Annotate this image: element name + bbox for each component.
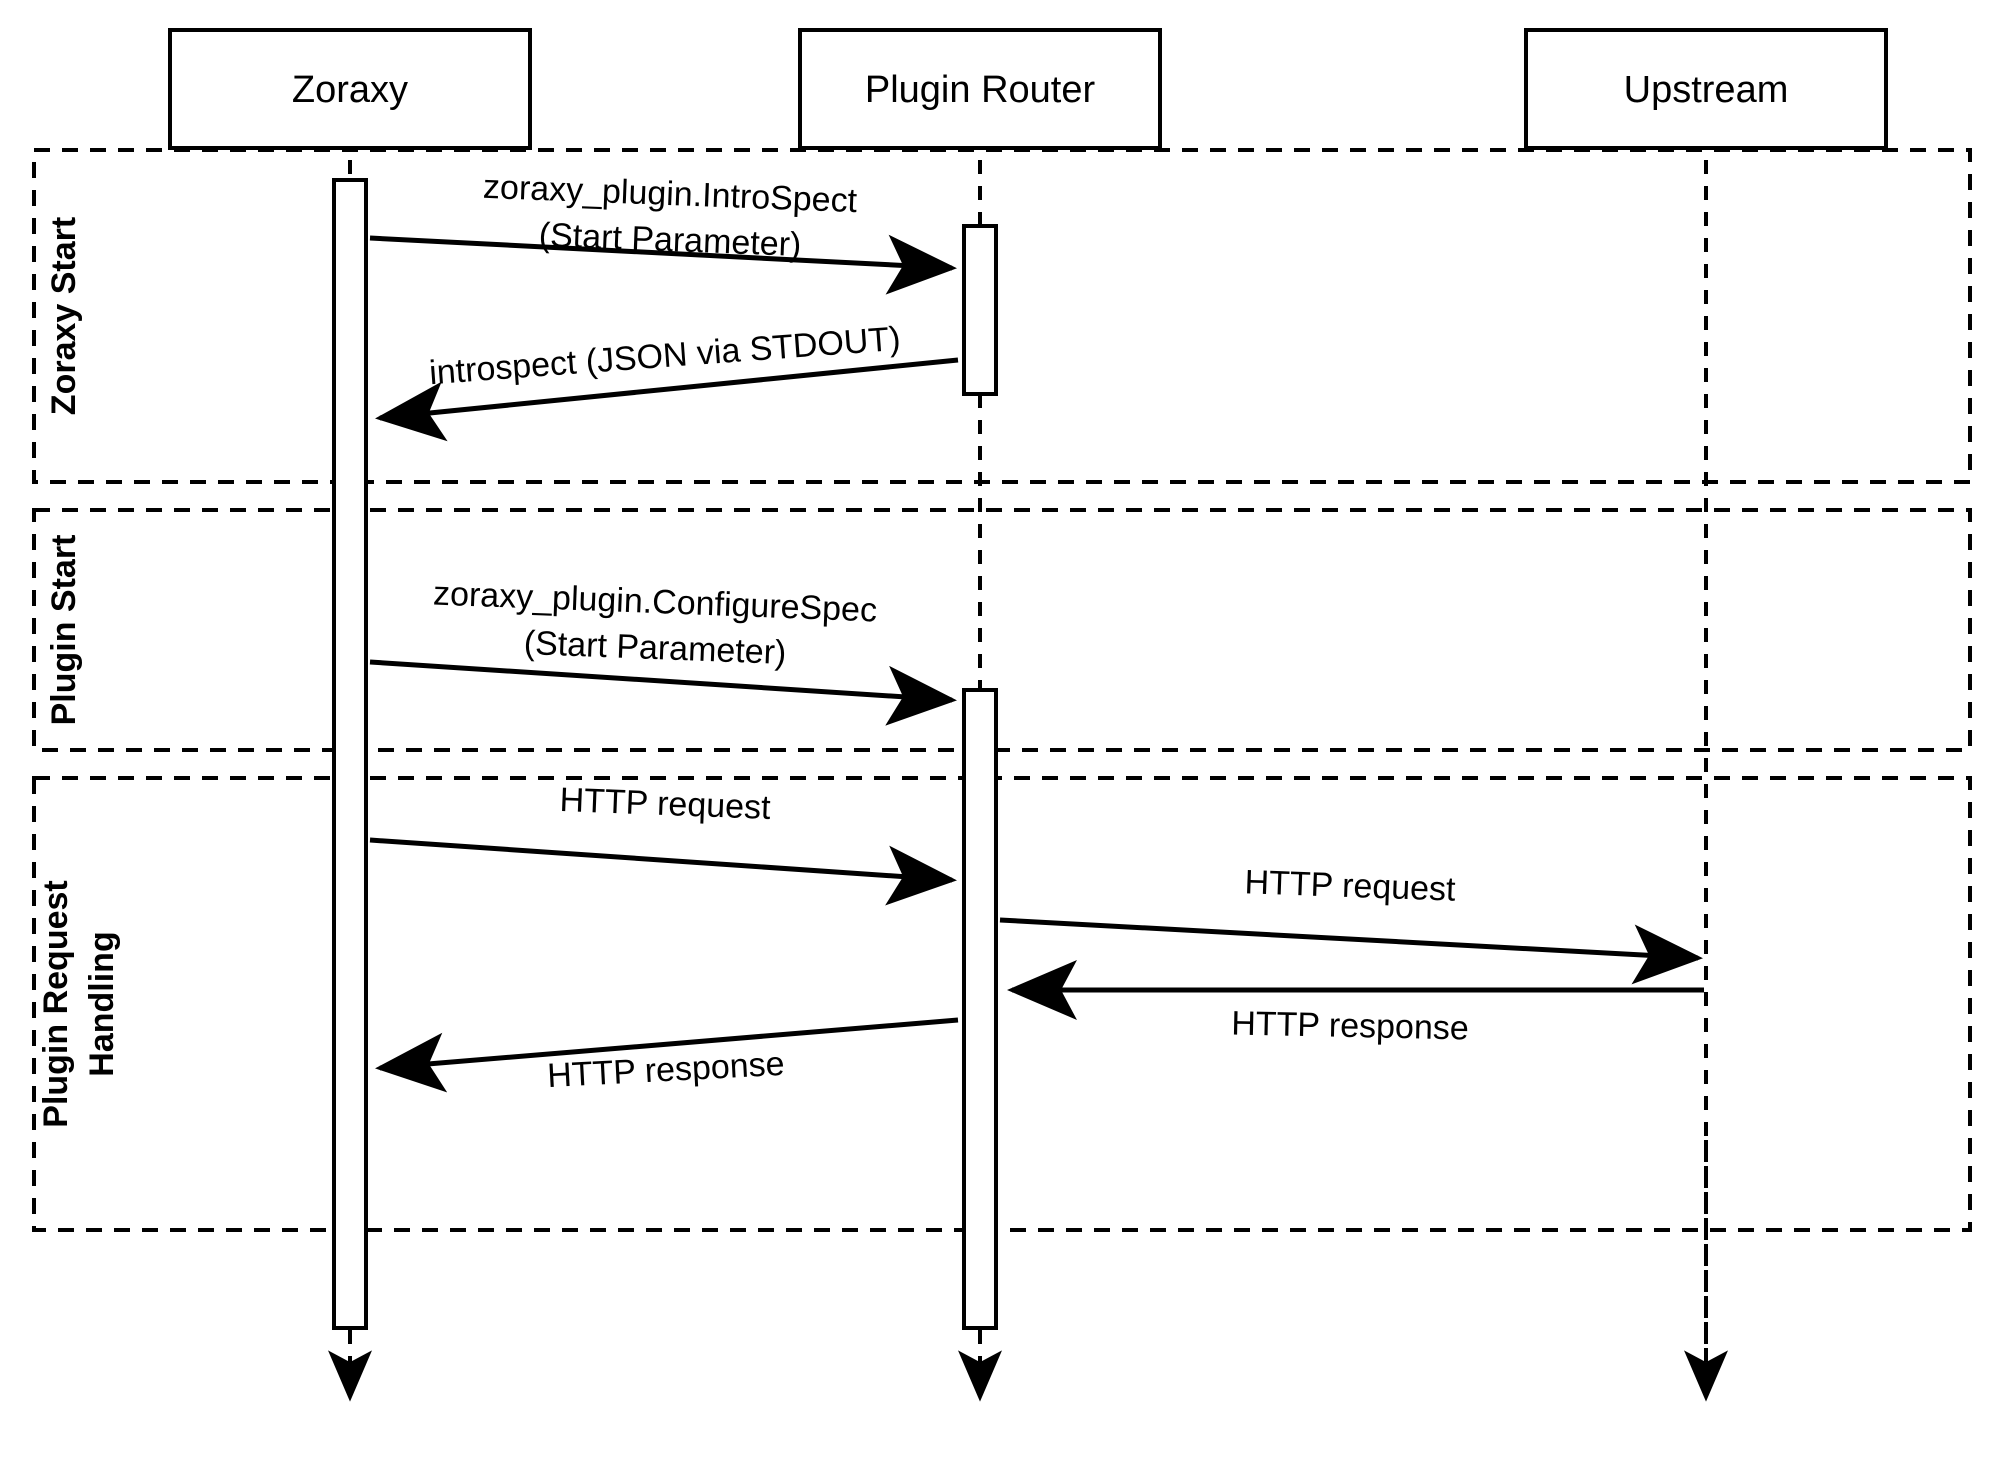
activation-bar-zoraxy: [332, 178, 368, 1330]
actor-plugin-router-box[interactable]: [798, 28, 1162, 150]
message-http-response-to-zoraxy-arrow[interactable]: [375, 1017, 959, 1093]
fragment-plugin-request-handling-frame: [32, 776, 1972, 1232]
fragment-plugin-start-frame: [32, 508, 1972, 752]
message-http-request-to-router-arrow[interactable]: [369, 837, 957, 906]
fragment-plugin-request-handling-label-line1: Plugin Request: [37, 880, 75, 1127]
message-configurespec-call[interactable]: zoraxy_plugin.ConfigureSpec (Start Param…: [369, 574, 957, 726]
fragment-plugin-start-label: Plugin Start: [45, 535, 83, 726]
message-http-request-to-router[interactable]: HTTP request: [369, 781, 957, 906]
fragment-zoraxy-start-frame: [32, 148, 1972, 484]
message-http-response-to-zoraxy[interactable]: HTTP response: [375, 1017, 959, 1095]
message-introspect-call-label-line1: zoraxy_plugin.IntroSpect: [482, 168, 858, 220]
activation-bar-plugin-router-introspect: [962, 224, 998, 396]
message-introspect-return[interactable]: introspect (JSON via STDOUT): [375, 320, 959, 442]
message-http-request-to-upstream-label: HTTP request: [1244, 863, 1457, 908]
message-configurespec-call-arrow[interactable]: [369, 659, 957, 726]
message-http-request-to-upstream[interactable]: HTTP request: [999, 863, 1703, 985]
actor-plugin-router-label: Plugin Router: [865, 69, 1096, 111]
message-http-response-to-router[interactable]: HTTP response: [1007, 960, 1704, 1048]
message-introspect-return-arrow[interactable]: [375, 357, 959, 442]
message-introspect-call[interactable]: zoraxy_plugin.IntroSpect (Start Paramete…: [369, 168, 957, 295]
actor-zoraxy-label: Zoraxy: [292, 69, 408, 111]
fragment-plugin-request-handling-label-line2: Handling: [83, 931, 121, 1076]
actor-zoraxy[interactable]: Zoraxy: [168, 28, 532, 150]
actor-upstream-label: Upstream: [1624, 69, 1789, 111]
message-http-request-to-upstream-arrow[interactable]: [999, 917, 1703, 985]
message-http-request-to-router-label: HTTP request: [559, 781, 772, 827]
message-configurespec-call-label-line1: zoraxy_plugin.ConfigureSpec: [432, 574, 877, 629]
message-introspect-return-label: introspect (JSON via STDOUT): [428, 320, 902, 392]
message-http-response-to-router-label: HTTP response: [1231, 1005, 1469, 1048]
message-configurespec-call-label-line2: (Start Parameter): [523, 624, 787, 672]
fragment-plugin-start: Plugin Start: [32, 508, 1972, 752]
fragment-zoraxy-start: Zoraxy Start: [32, 148, 1972, 484]
actor-upstream[interactable]: Upstream: [1524, 28, 1888, 150]
actor-upstream-box[interactable]: [1524, 28, 1888, 150]
fragment-plugin-request-handling: Plugin Request Handling: [32, 776, 1972, 1232]
actor-zoraxy-box[interactable]: [168, 28, 532, 150]
activation-bar-plugin-router-serving: [962, 688, 998, 1330]
actor-plugin-router[interactable]: Plugin Router: [798, 28, 1162, 150]
message-introspect-call-label-line2: (Start Parameter): [538, 216, 802, 264]
message-introspect-call-arrow[interactable]: [369, 234, 957, 295]
fragment-zoraxy-start-label: Zoraxy Start: [45, 217, 83, 415]
